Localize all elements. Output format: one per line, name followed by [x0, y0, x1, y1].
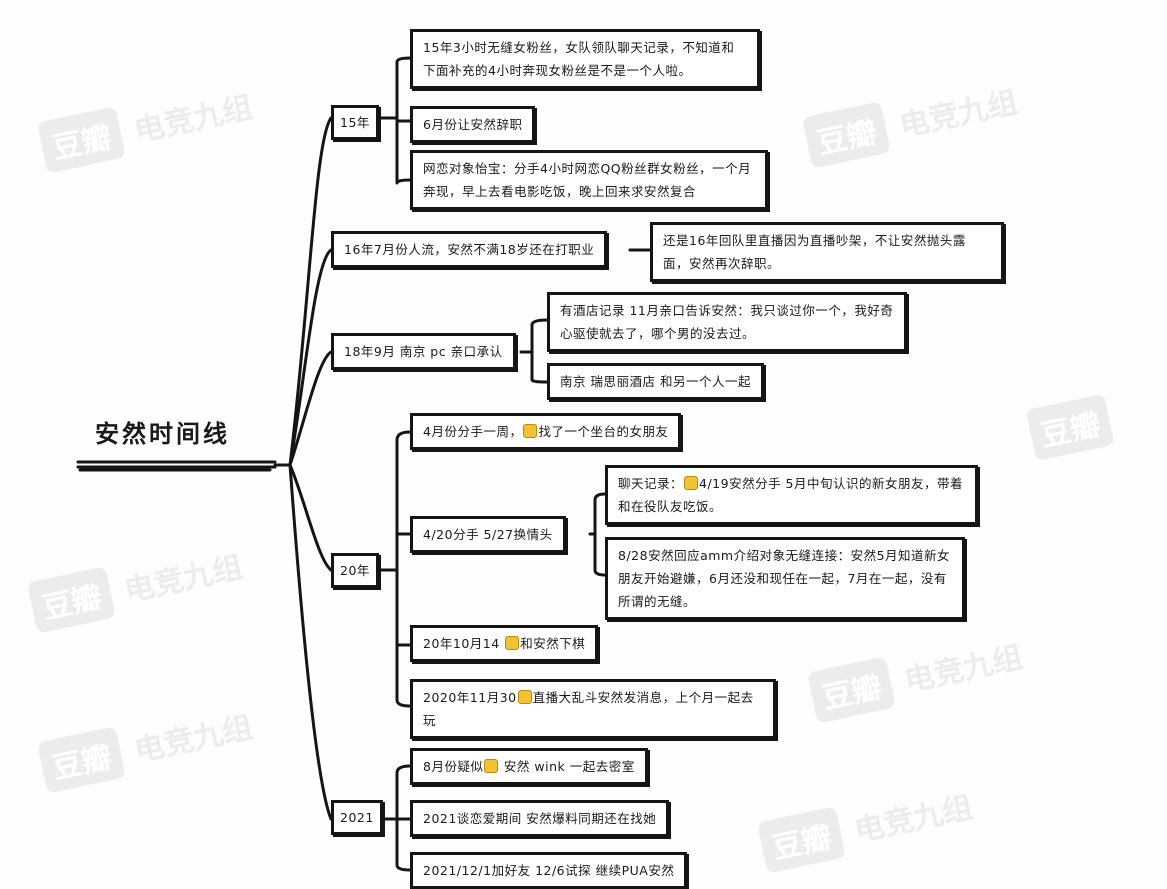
event-text: 找了一个坐台的女朋友	[538, 424, 669, 439]
tiger-emoji-icon	[523, 424, 538, 438]
mindmap-root-title: 安然时间线	[95, 420, 230, 448]
event-node[interactable]: 4月份分手一周， 找了一个坐台的女朋友	[410, 413, 682, 450]
event-node[interactable]: 有酒店记录 11月亲口告诉安然：我只谈过你一个，我好奇心驱使就去了，哪个男的没去…	[547, 292, 907, 352]
branch-15[interactable]: 15年	[331, 105, 379, 140]
event-node[interactable]: 南京 瑞思丽酒店 和另一个人一起	[547, 363, 764, 400]
event-text: 20年10月14	[423, 636, 505, 651]
event-node[interactable]: 网恋对象怡宝：分手4小时网恋QQ粉丝群女粉丝，一个月奔现，早上去看电影吃饭，晚上…	[410, 150, 768, 210]
event-node[interactable]: 2021谈恋爱期间 安然爆料同期还在找她	[410, 800, 670, 837]
event-text: 还是16年回队里直播因为直播吵架，不让安然抛头露面，安然再次辞职。	[663, 233, 966, 271]
event-text: 4/19安然分手 5月中旬认识的新女朋友，带着和在役队友吃饭。	[618, 476, 964, 514]
event-node[interactable]: 20年10月14 和安然下棋	[410, 625, 599, 662]
event-node[interactable]: 8/28安然回应amm介绍对象无缝连接：安然5月知道新女朋友开始避嫌，6月还没和…	[605, 537, 965, 620]
event-text: 6月份让安然辞职	[423, 117, 523, 132]
event-text: 2021/12/1加好友 12/6试探 继续PUA安然	[423, 863, 675, 878]
event-text: 8月份疑似	[423, 759, 484, 774]
branch-16[interactable]: 16年7月份人流，安然不满18岁还在打职业	[331, 231, 608, 268]
event-text: 网恋对象怡宝：分手4小时网恋QQ粉丝群女粉丝，一个月奔现，早上去看电影吃饭，晚上…	[423, 161, 752, 199]
event-text: 有酒店记录 11月亲口告诉安然：我只谈过你一个，我好奇心驱使就去了，哪个男的没去…	[560, 303, 894, 341]
event-text: 聊天记录：	[618, 476, 684, 491]
tiger-emoji-icon	[517, 690, 532, 704]
branch-2021[interactable]: 2021	[331, 800, 383, 835]
event-node[interactable]: 15年3小时无缝女粉丝，女队领队聊天记录，不知道和下面补充的4小时奔现女粉丝是不…	[410, 29, 760, 89]
tiger-emoji-icon	[505, 636, 520, 650]
event-node[interactable]: 2021/12/1加好友 12/6试探 继续PUA安然	[410, 852, 688, 889]
event-node[interactable]: 还是16年回队里直播因为直播吵架，不让安然抛头露面，安然再次辞职。	[650, 222, 1004, 282]
event-node[interactable]: 聊天记录：4/19安然分手 5月中旬认识的新女朋友，带着和在役队友吃饭。	[605, 465, 978, 525]
event-text: 2021谈恋爱期间 安然爆料同期还在找她	[423, 811, 657, 826]
event-text: 4/20分手 5/27换情头	[423, 527, 553, 542]
event-text: 4月份分手一周，	[423, 424, 523, 439]
event-text: 安然 wink 一起去密室	[499, 759, 635, 774]
event-text: 直播大乱斗安然发消息，上个月一起去玩	[423, 690, 754, 728]
tiger-emoji-icon	[484, 759, 499, 773]
event-text: 南京 瑞思丽酒店 和另一个人一起	[560, 374, 751, 389]
event-node[interactable]: 8月份疑似 安然 wink 一起去密室	[410, 748, 648, 785]
event-text: 2020年11月30	[423, 690, 517, 705]
event-text: 15年3小时无缝女粉丝，女队领队聊天记录，不知道和下面补充的4小时奔现女粉丝是不…	[423, 40, 735, 78]
branch-20[interactable]: 20年	[331, 553, 379, 588]
branch-18[interactable]: 18年9月 南京 pc 亲口承认	[331, 333, 516, 370]
event-node[interactable]: 6月份让安然辞职	[410, 106, 536, 143]
event-text: 8/28安然回应amm介绍对象无缝连接：安然5月知道新女朋友开始避嫌，6月还没和…	[618, 548, 951, 609]
event-text: 和安然下棋	[520, 636, 586, 651]
event-node[interactable]: 4/20分手 5/27换情头	[410, 516, 566, 553]
tiger-emoji-icon	[684, 476, 699, 490]
